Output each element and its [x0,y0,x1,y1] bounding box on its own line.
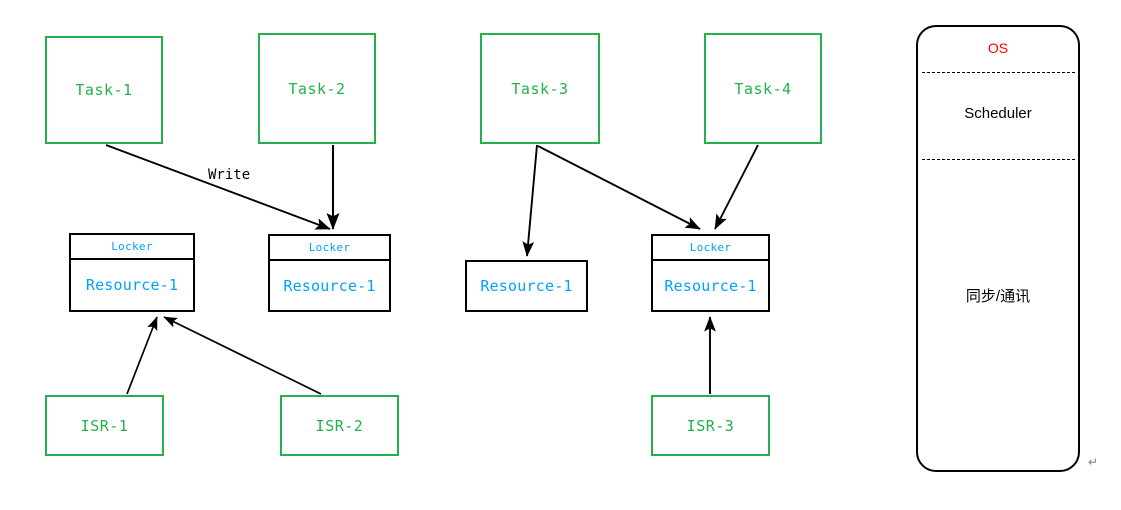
os-title: OS [987,40,1009,56]
os-divider-top [922,72,1075,73]
resource-label-1c: Resource-1 [480,277,573,295]
os-section-label-scheduler: Scheduler [964,105,1032,122]
paragraph-mark: ↵ [1088,455,1099,469]
locker-label-1a: Locker [111,240,153,253]
edge-task4-to-resource1d [714,144,759,230]
locker-header-1a: Locker [71,235,193,260]
resource-box-1a[interactable]: Locker Resource-1 [69,233,195,312]
task-label-4: Task-4 [734,79,792,98]
locker-header-1d: Locker [653,236,768,261]
task-box-1[interactable]: Task-1 [45,36,163,144]
locker-label-1b: Locker [308,241,351,254]
resource-body-1c: Resource-1 [467,262,586,310]
edge-isr2-to-resource1a [163,316,322,395]
task-label-2: Task-2 [288,79,346,98]
resource-label-1b: Resource-1 [283,276,376,295]
isr-label-1: ISR-1 [80,416,129,435]
task-box-4[interactable]: Task-4 [704,33,822,144]
resource-box-1b[interactable]: Locker Resource-1 [268,234,391,312]
resource-body-1b: Resource-1 [270,261,389,310]
resource-box-1c[interactable]: Resource-1 [465,260,588,312]
task-box-2[interactable]: Task-2 [258,33,376,144]
edge-task1-to-resource1b [105,144,331,230]
task-label-1: Task-1 [75,81,133,99]
resource-box-1d[interactable]: Locker Resource-1 [651,234,770,312]
isr-box-2[interactable]: ISR-2 [280,395,399,456]
resource-label-1a: Resource-1 [85,276,179,294]
resource-label-1d: Resource-1 [664,276,757,295]
edge-task3-to-resource1d [537,145,701,230]
edge-task3-to-resource1c [522,144,538,257]
resource-body-1d: Resource-1 [653,261,768,310]
isr-label-2: ISR-2 [315,416,364,435]
isr-box-1[interactable]: ISR-1 [45,395,164,456]
locker-label-1d: Locker [689,241,732,254]
locker-header-1b: Locker [270,236,389,261]
os-section-label-sync: 同步/通讯 [965,288,1031,305]
edge-label-write: Write [208,167,251,183]
task-box-3[interactable]: Task-3 [480,33,600,144]
os-divider-bottom [922,159,1075,160]
resource-body-1a: Resource-1 [71,260,193,310]
isr-box-3[interactable]: ISR-3 [651,395,770,456]
edge-isr1-to-resource1a [126,316,158,395]
os-panel[interactable]: OS Scheduler 同步/通讯 [916,25,1080,472]
task-label-3: Task-3 [511,79,569,98]
isr-label-3: ISR-3 [686,416,735,435]
